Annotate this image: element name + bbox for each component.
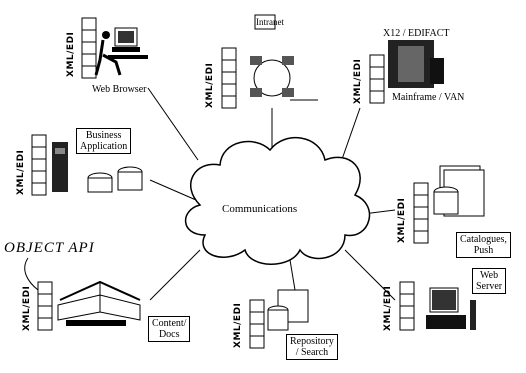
catalogues-icon bbox=[434, 166, 484, 216]
xml-edi-label-mainframe: XML/EDI bbox=[353, 59, 363, 104]
repository-icon bbox=[268, 290, 308, 330]
web-browser-icon bbox=[96, 28, 148, 75]
xml-edi-label-intranet: XML/EDI bbox=[205, 63, 215, 108]
object-api-label: OBJECT API bbox=[4, 240, 95, 257]
web-server-line2: Server bbox=[476, 281, 502, 292]
communications-cloud bbox=[186, 138, 370, 265]
content-label: Content/ Docs bbox=[148, 316, 190, 342]
web-browser-label: Web Browser bbox=[92, 84, 146, 95]
content-line1: Content/ bbox=[152, 318, 186, 329]
repository-line2: / Search bbox=[290, 347, 334, 358]
business-app-label: Business Application bbox=[76, 128, 131, 154]
web-server-label: Web Server bbox=[472, 268, 506, 294]
content-book-icon bbox=[58, 282, 140, 326]
web-server-icon bbox=[426, 288, 476, 330]
xml-edi-label-catalogues: XML/EDI bbox=[397, 198, 407, 243]
catalogues-line2: Push bbox=[460, 245, 507, 256]
xml-edi-label-repository: XML/EDI bbox=[233, 303, 243, 348]
catalogues-line1: Catalogues, bbox=[460, 234, 507, 245]
web-server-line1: Web bbox=[476, 270, 502, 281]
x12-edifact-label: X12 / EDIFACT bbox=[383, 28, 449, 39]
intranet-label: Intranet bbox=[256, 17, 284, 28]
repository-line1: Repository bbox=[290, 336, 334, 347]
communications-label: Communications bbox=[222, 203, 297, 215]
business-app-line1: Business bbox=[80, 130, 127, 141]
xml-edi-label-business-app: XML/EDI bbox=[16, 150, 26, 195]
mainframe-van-label: Mainframe / VAN bbox=[392, 92, 464, 103]
business-app-line2: Application bbox=[80, 141, 127, 152]
xml-edi-label-content: XML/EDI bbox=[22, 286, 32, 331]
repository-label: Repository / Search bbox=[286, 334, 338, 360]
xml-edi-label-web-server: XML/EDI bbox=[383, 286, 393, 331]
content-line2: Docs bbox=[152, 329, 186, 340]
xml-edi-label-web-browser: XML/EDI bbox=[66, 32, 76, 77]
mainframe-icon bbox=[388, 40, 444, 88]
catalogues-label: Catalogues, Push bbox=[456, 232, 511, 258]
